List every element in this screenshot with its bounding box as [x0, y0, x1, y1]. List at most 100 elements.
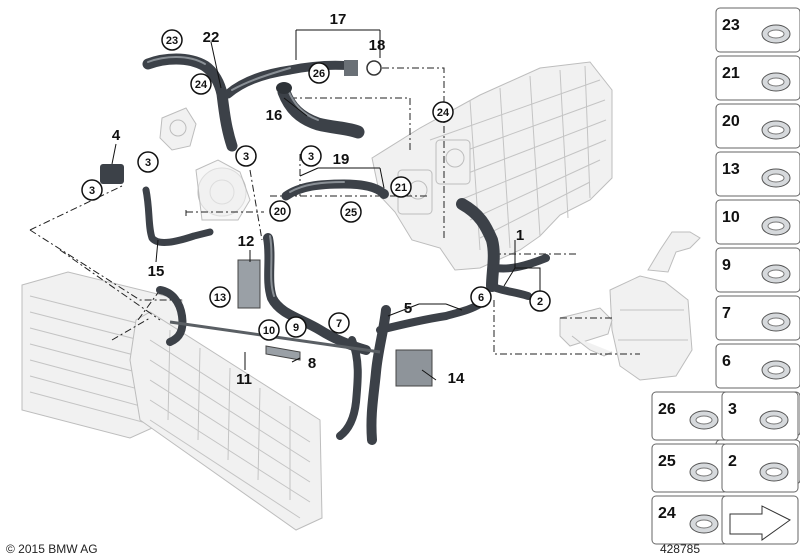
legend-part-number: 2 — [728, 453, 737, 470]
callout-14: 14 — [448, 370, 465, 387]
callout-c24a: 24 — [195, 79, 208, 91]
legend-part-number: 25 — [658, 453, 676, 470]
legend-part-icon — [761, 24, 791, 44]
hose-1 — [456, 198, 550, 300]
part-labels: 22 17 18 16 19 4 12 15 5 1 8 11 14 — [112, 11, 524, 388]
callout-circle — [432, 101, 454, 123]
leader-lines — [111, 29, 541, 381]
callout-circle — [390, 176, 412, 198]
callout-circle — [328, 312, 350, 334]
legend-part-icon — [761, 216, 791, 236]
callout-18: 18 — [369, 37, 386, 54]
legend-part-icon — [689, 410, 719, 430]
arrow-icon — [729, 505, 791, 541]
hose-lower — [336, 305, 391, 445]
legend-part-number: 24 — [658, 505, 676, 522]
callout-circle — [190, 73, 212, 95]
hose-15 — [142, 186, 214, 246]
callout-17: 17 — [330, 11, 347, 28]
callout-c21: 21 — [395, 182, 407, 194]
water-pump-ghost — [159, 107, 251, 221]
circled-callouts: 23 24 26 24 3 3 3 3 21 20 25 13 10 9 7 6 2 — [81, 29, 551, 341]
legend-part-number: 6 — [722, 353, 731, 370]
legend-part-number: 7 — [722, 305, 731, 322]
connection-lines — [29, 67, 640, 355]
hose-upper-left — [156, 286, 187, 346]
radiator-ghost — [129, 311, 323, 531]
callout-22: 22 — [203, 29, 220, 46]
legend-part-icon — [761, 168, 791, 188]
callout-c9: 9 — [293, 322, 299, 334]
callout-15: 15 — [148, 263, 165, 280]
part-26-bolt — [344, 60, 358, 76]
callout-circle — [269, 200, 291, 222]
legend-part-number: 26 — [658, 401, 676, 418]
legend-part-number: 13 — [722, 161, 740, 178]
callout-c3c: 3 — [308, 151, 314, 163]
diagram-number: 428785 — [660, 542, 700, 556]
legend-part-icon — [761, 312, 791, 332]
callout-circle — [137, 151, 159, 173]
hose-19 — [281, 179, 389, 201]
callout-c24b: 24 — [437, 107, 450, 119]
callout-circle — [209, 286, 231, 308]
callout-19: 19 — [333, 151, 350, 168]
callout-circle — [81, 179, 103, 201]
legend-part-icon — [759, 462, 789, 482]
callout-circle — [285, 316, 307, 338]
hose-16 — [276, 82, 365, 139]
callout-c26: 26 — [313, 68, 325, 80]
callout-circle — [235, 145, 257, 167]
callout-circle — [300, 145, 322, 167]
legend-part-icon — [761, 72, 791, 92]
callout-circle — [308, 62, 330, 84]
callout-circle — [258, 319, 280, 341]
callout-c2: 2 — [537, 296, 543, 308]
callout-c7: 7 — [336, 318, 342, 330]
legend-part-number: 23 — [722, 17, 740, 34]
callout-c23: 23 — [166, 35, 178, 47]
part-21-ring — [379, 189, 389, 199]
callout-c3b: 3 — [145, 157, 151, 169]
part-4-clamp — [100, 164, 124, 184]
callout-c3d: 3 — [89, 185, 95, 197]
callout-12: 12 — [238, 233, 255, 250]
callout-5: 5 — [404, 300, 412, 317]
callout-4: 4 — [112, 127, 121, 144]
legend-part-icon — [689, 514, 719, 534]
hose-17 — [223, 60, 357, 99]
legend-part-number: 3 — [728, 401, 737, 418]
bracket-14 — [395, 349, 433, 387]
callout-c13: 13 — [214, 292, 226, 304]
part-18-oring — [366, 60, 382, 76]
legend-part-icon — [761, 120, 791, 140]
callout-16: 16 — [266, 107, 283, 124]
legend-part-icon — [761, 360, 791, 380]
callout-circle — [340, 201, 362, 223]
legend-part-icon — [689, 462, 719, 482]
bracket-8 — [265, 345, 301, 361]
callout-circle — [161, 29, 183, 51]
callout-c3a: 3 — [243, 151, 249, 163]
callout-circle — [529, 290, 551, 312]
expansion-tank-ghost — [559, 231, 701, 381]
callout-8: 8 — [308, 355, 316, 372]
parts-legend-panel: 23212013109763226325224 — [651, 7, 800, 545]
legend-part-number: 9 — [722, 257, 731, 274]
legend-part-icon — [761, 264, 791, 284]
callout-c25: 25 — [345, 207, 357, 219]
callout-1: 1 — [516, 227, 524, 244]
hose-7 — [263, 233, 371, 355]
callout-c20: 20 — [274, 206, 286, 218]
callout-circle — [470, 286, 492, 308]
bracket-12 — [237, 259, 261, 309]
legend-part-icon — [759, 410, 789, 430]
legend-part-number: 10 — [722, 209, 740, 226]
callout-c10: 10 — [263, 325, 275, 337]
callout-11: 11 — [236, 371, 252, 388]
hose-5 — [376, 300, 484, 334]
copyright-text: © 2015 BMW AG — [6, 542, 98, 556]
callout-c6: 6 — [478, 292, 484, 304]
legend-part-number: 21 — [722, 65, 740, 82]
